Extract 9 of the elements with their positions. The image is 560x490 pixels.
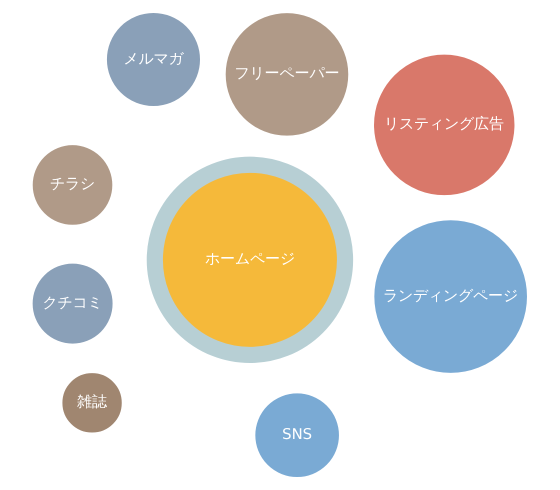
node-circle: SNS xyxy=(255,393,339,478)
node-circle: ランディングページ xyxy=(374,220,527,373)
node-circle: リスティング広告 xyxy=(374,54,514,196)
node-circle: メルマガ xyxy=(106,12,200,106)
node-circle: ホームページ xyxy=(146,156,354,364)
node-circle: クチコミ xyxy=(32,264,113,344)
node-circle: フリーペーパー xyxy=(226,13,348,136)
node-circle: 雑誌 xyxy=(62,373,122,433)
node-circle: チラシ xyxy=(32,145,112,225)
